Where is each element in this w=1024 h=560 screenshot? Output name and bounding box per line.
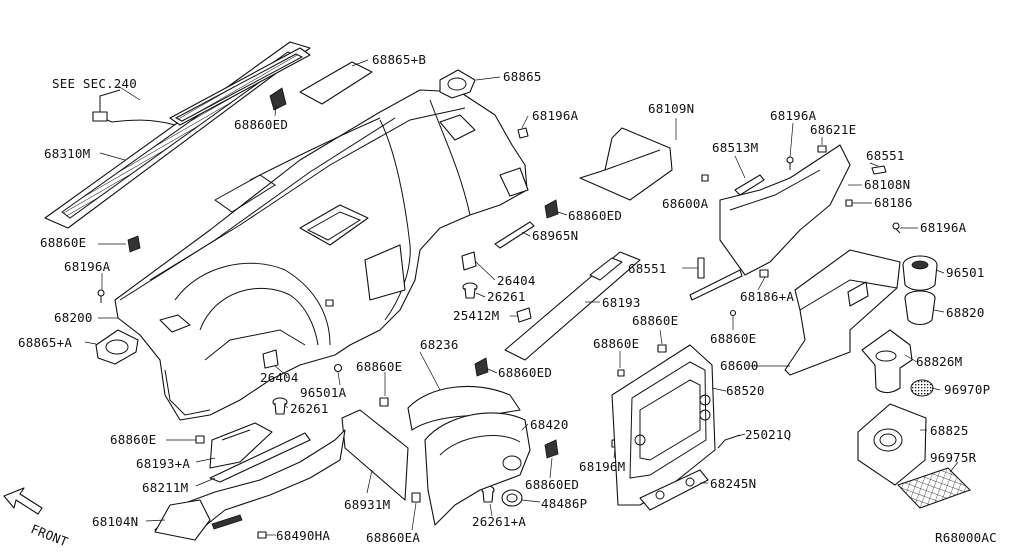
label-68211M: 68211M [142,480,189,495]
label-68600A: 68600A [662,196,709,211]
label-68826M: 68826M [916,354,963,369]
label-96975R: 96975R [930,450,977,465]
label-26261: 26261 [487,289,526,304]
switch-25412M [516,307,532,323]
label-68860E: 68860E [710,331,757,346]
label-68310M: 68310M [44,146,91,161]
mat-96970P [910,379,934,397]
glovebox-68600 [784,249,901,376]
label-26404: 26404 [260,370,299,385]
ring-68865 [439,69,476,99]
bracket-68965N [494,221,535,249]
label-68860E: 68860E [593,336,640,351]
clip-68551-b [697,257,705,279]
ring-48486P [501,489,523,507]
label-68621E: 68621E [810,122,857,137]
label-68865: 68865 [503,69,542,84]
cup-96501 [902,255,938,291]
label-26261: 26261 [290,401,329,416]
knob-26261-b [272,397,288,415]
label-96501A: 96501A [300,385,347,400]
finisher-68420 [424,412,531,526]
label-68520: 68520 [726,383,765,398]
label-68196A: 68196A [920,220,967,235]
wire-25021Q [717,434,741,449]
label-68860E: 68860E [356,359,403,374]
pad-68865B [299,61,373,105]
cube-26404-a [461,251,477,271]
label-68104N: 68104N [92,514,139,529]
label-see-sec: SEE SEC.240 [52,76,137,91]
label-68965N: 68965N [532,228,579,243]
label-68236: 68236 [420,337,459,352]
label-68513M: 68513M [712,140,759,155]
defroster-grille-68310M [44,41,311,229]
label-68865A: 68865+A [18,335,73,350]
label-26261A: 26261+A [472,514,527,529]
label-68860EA: 68860EA [366,530,421,545]
bezel-68825 [857,403,927,486]
holder-68826M [861,329,913,394]
label-26404: 26404 [497,273,536,288]
knob-26261-a [462,282,478,299]
label-68196A: 68196A [64,259,111,274]
instrument-panel-68200 [114,89,529,421]
label-68420: 68420 [530,417,569,432]
front-arrow-icon [3,487,43,515]
rod-68513M [734,174,765,196]
label-25412M: 25412M [453,308,500,323]
ring-68865A [95,329,139,365]
label-68860ED: 68860ED [498,365,553,380]
label-25021Q: 25021Q [745,427,792,442]
label-68200: 68200 [54,310,93,325]
label-68860ED: 68860ED [234,117,289,132]
label-68193A: 68193+A [136,456,191,471]
label-68600: 68600 [720,358,759,373]
label-68825: 68825 [930,423,969,438]
label-96501: 96501 [946,265,985,280]
leader-lines [84,59,959,536]
panel-68245N [639,469,709,511]
label-68551: 68551 [866,148,905,163]
label-68196M: 68196M [579,459,626,474]
label-68196A: 68196A [770,108,817,123]
label-48486P: 48486P [541,496,588,511]
mat-96975R [897,467,971,509]
part-68211M [209,432,311,483]
label-68860ED: 68860ED [568,208,623,223]
label-96970P: 96970P [944,382,991,397]
label-68860E: 68860E [110,432,157,447]
cube-26404-b [262,349,279,369]
cover-68104N [154,429,346,541]
label-68820: 68820 [946,305,985,320]
label-68551: 68551 [628,261,667,276]
reference-code: R68000AC [935,530,997,545]
bracket-68108N [719,144,851,276]
panel-68931M [341,409,409,501]
tray-68109N [579,127,673,201]
label-68860ED: 68860ED [525,477,580,492]
label-68196A: 68196A [532,108,579,123]
label-68193: 68193 [602,295,641,310]
label-68865B: 68865+B [372,52,427,67]
label-68860E: 68860E [632,313,679,328]
label-68108N: 68108N [864,177,911,192]
label-68186: 68186 [874,195,913,210]
label-68245N: 68245N [710,476,757,491]
label-68931M: 68931M [344,497,391,512]
part-68186A [689,269,743,301]
hood-68236 [407,385,521,431]
cluster-68520 [611,344,716,506]
cup-68820 [904,290,936,326]
label-68186A: 68186+A [740,289,795,304]
label-68860E: 68860E [40,235,87,250]
label-68490HA: 68490HA [276,528,331,543]
label-68109N: 68109N [648,101,695,116]
lid-68193A [209,422,273,469]
lid-68193 [504,251,641,361]
